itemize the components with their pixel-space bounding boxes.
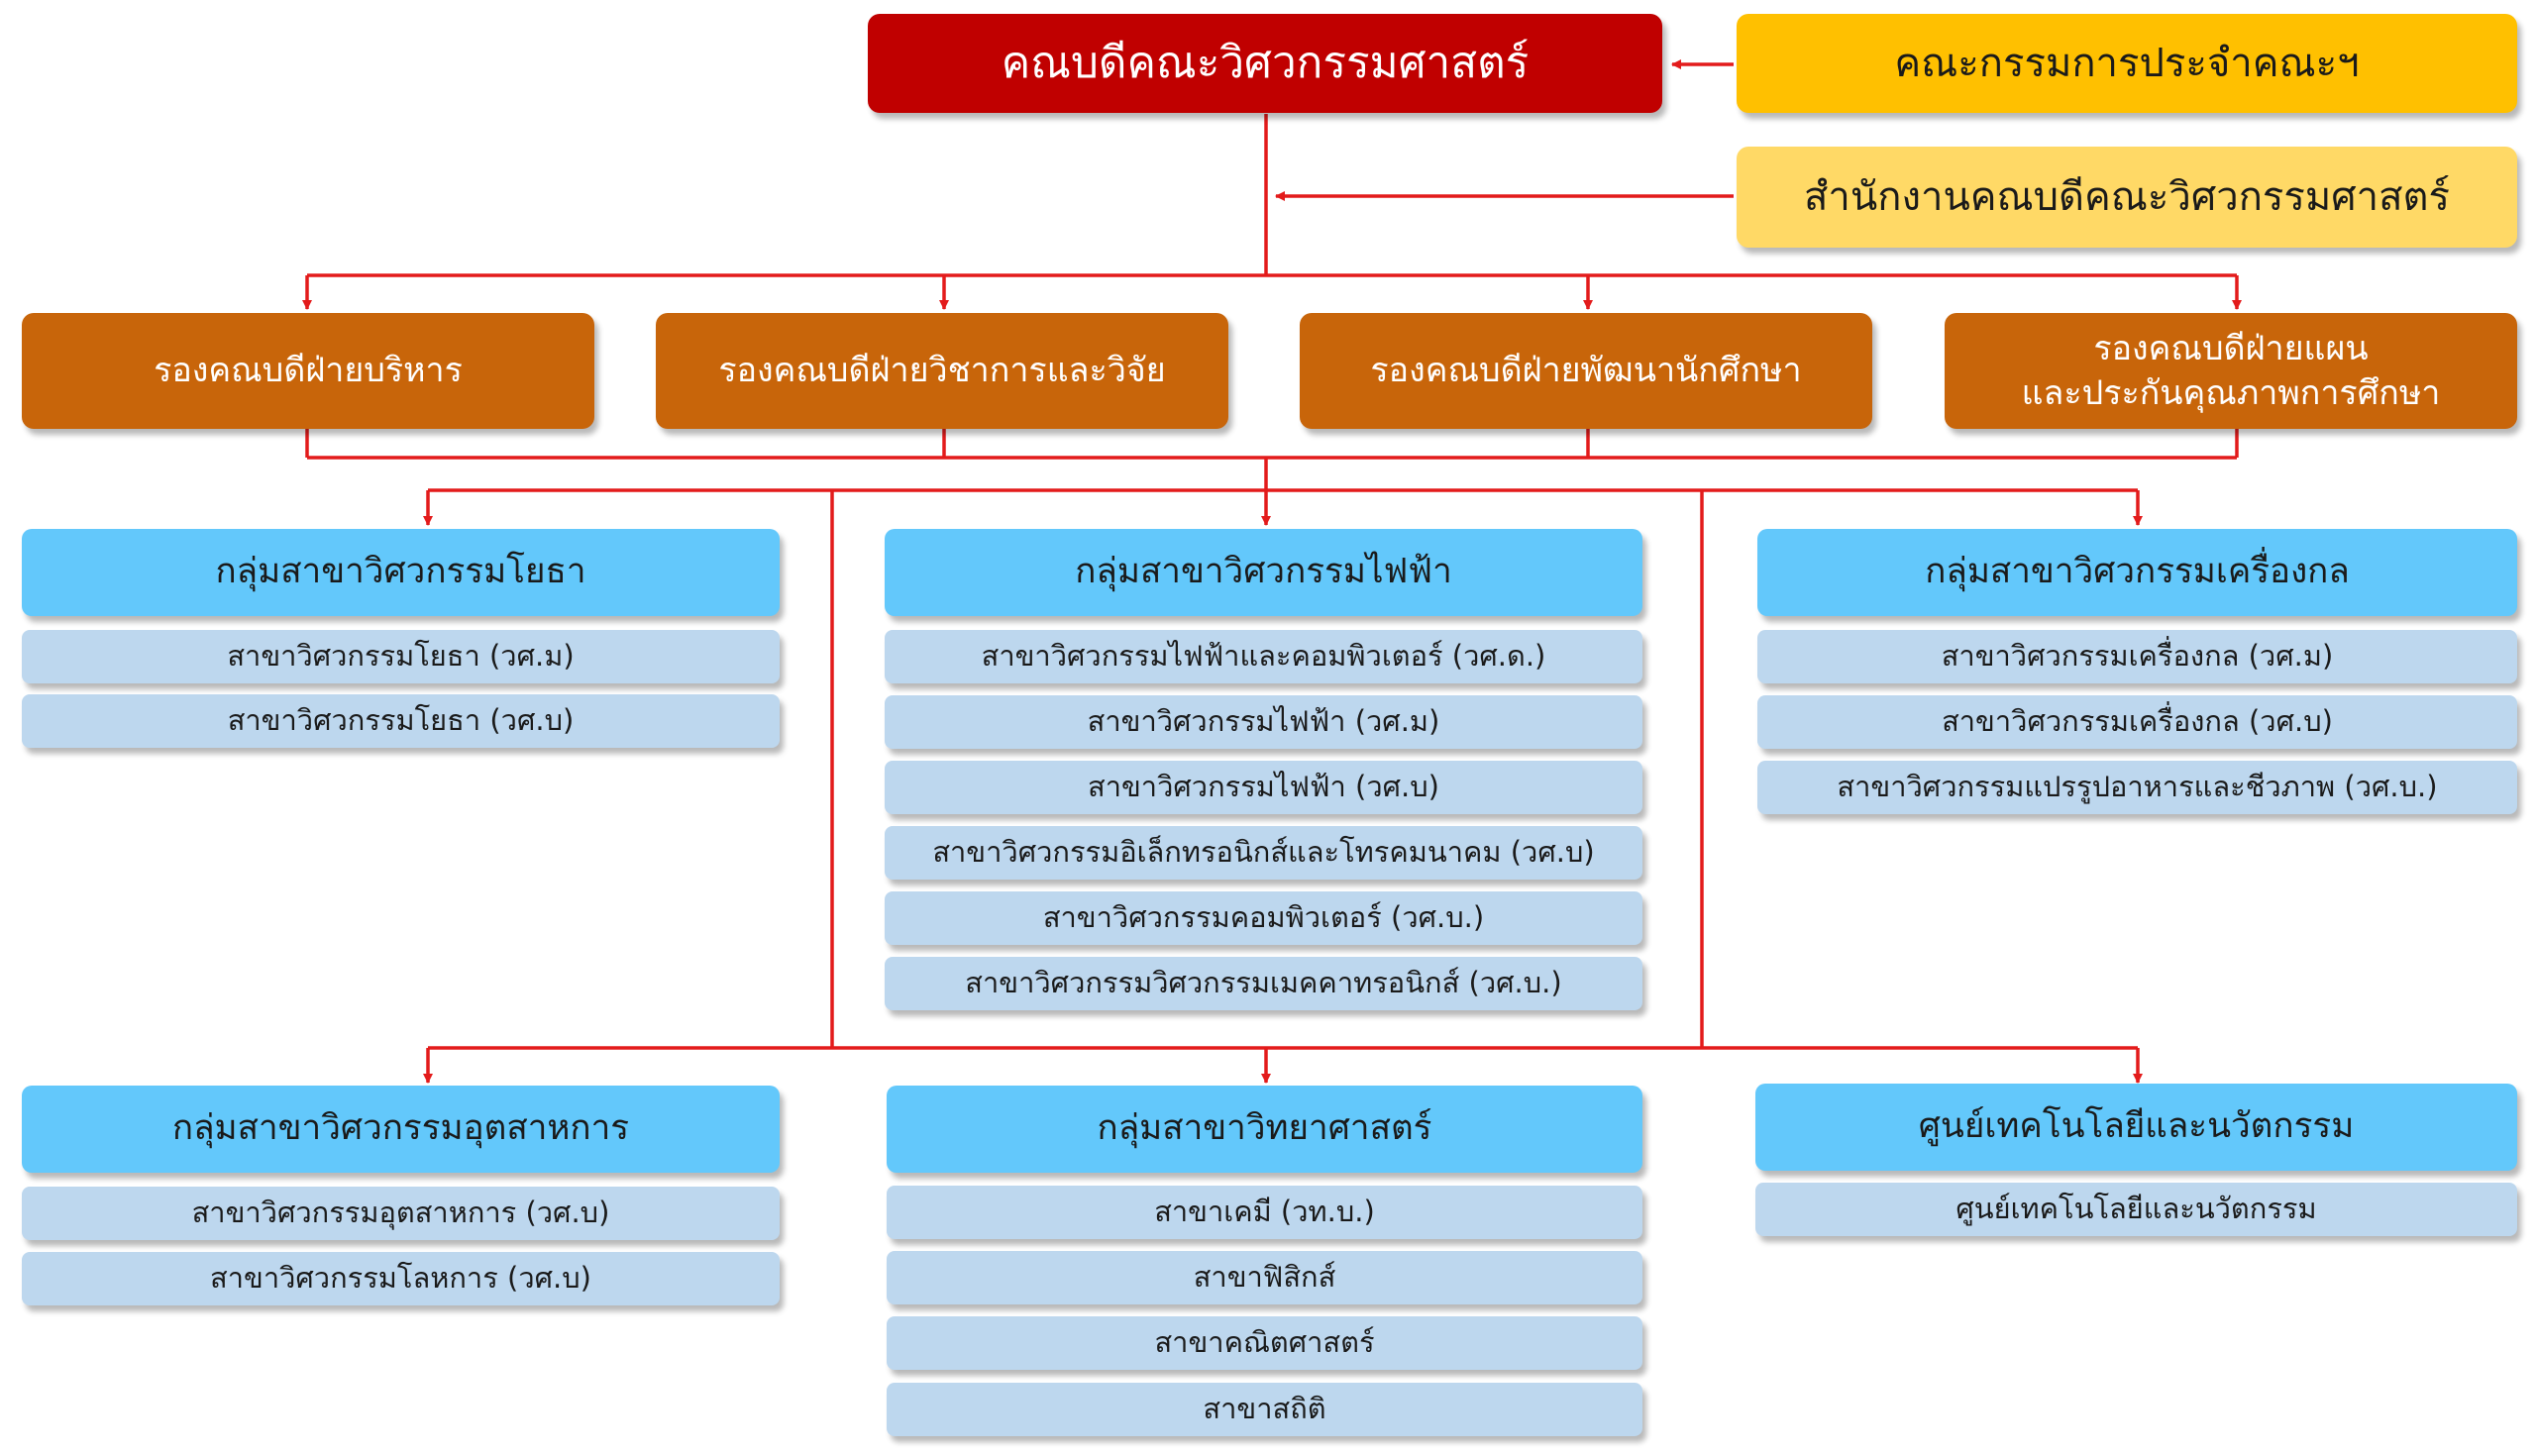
dept-item: สาขาวิศวกรรมโยธา (วศ.บ) (22, 694, 780, 748)
dept-item: สาขาวิศวกรรมคอมพิวเตอร์ (วศ.บ.) (885, 891, 1642, 945)
dept-item: ศูนย์เทคโนโลยีและนวัตกรรม (1755, 1183, 2517, 1236)
group-electrical: กลุ่มสาขาวิศวกรรมไฟฟ้า (885, 529, 1642, 616)
dept-item: สาขาวิศวกรรมเครื่องกล (วศ.ม) (1757, 630, 2517, 683)
dept-item: สาขาวิศวกรรมไฟฟ้า (วศ.ม) (885, 695, 1642, 749)
dean-box: คณบดีคณะวิศวกรรมศาสตร์ (868, 14, 1662, 113)
committee-box: คณะกรรมการประจำคณะฯ (1737, 14, 2517, 113)
dept-item: สาขาวิศวกรรมไฟฟ้า (วศ.บ) (885, 761, 1642, 814)
dept-item: สาขาวิศวกรรมไฟฟ้าและคอมพิวเตอร์ (วศ.ด.) (885, 630, 1642, 683)
dept-item: สาขาวิศวกรรมเครื่องกล (วศ.บ) (1757, 695, 2517, 749)
dept-item: สาขาวิศวกรรมโลหการ (วศ.บ) (22, 1252, 780, 1305)
dept-item: สาขาสถิติ (887, 1383, 1642, 1436)
office-box: สำนักงานคณบดีคณะวิศวกรรมศาสตร์ (1737, 147, 2517, 248)
vice-dean-academic: รองคณบดีฝ่ายวิชาการและวิจัย (656, 313, 1228, 429)
vice-dean-admin: รองคณบดีฝ่ายบริหาร (22, 313, 594, 429)
dept-item: สาขาวิศวกรรมวิศวกรรมเมคคาทรอนิกส์ (วศ.บ.… (885, 957, 1642, 1010)
dept-item: สาขาวิศวกรรมโยธา (วศ.ม) (22, 630, 780, 683)
dept-item: สาขาวิศวกรรมอิเล็กทรอนิกส์และโทรคมนาคม (… (885, 826, 1642, 880)
vice-dean-label: รองคณบดีฝ่ายพัฒนานักศึกษา (1370, 351, 1802, 391)
vice-dean-planning: รองคณบดีฝ่ายแผน และประกันคุณภาพการศึกษา (1945, 313, 2517, 429)
vice-dean-label-line2: และประกันคุณภาพการศึกษา (2021, 372, 2441, 413)
dept-item: สาขาวิศวกรรมอุตสาหการ (วศ.บ) (22, 1187, 780, 1240)
dept-item: สาขาคณิตศาสตร์ (887, 1316, 1642, 1370)
group-civil: กลุ่มสาขาวิศวกรรมโยธา (22, 529, 780, 616)
vice-dean-label: รองคณบดีฝ่ายแผน (2093, 329, 2369, 369)
dept-item: สาขาวิศวกรรมแปรรูปอาหารและชีวภาพ (วศ.บ.) (1757, 761, 2517, 814)
dept-item: สาขาฟิสิกส์ (887, 1251, 1642, 1304)
group-science: กลุ่มสาขาวิทยาศาสตร์ (887, 1086, 1642, 1173)
group-industrial: กลุ่มสาขาวิศวกรรมอุตสาหการ (22, 1086, 780, 1173)
vice-dean-label: รองคณบดีฝ่ายวิชาการและวิจัย (718, 351, 1166, 391)
group-mechanical: กลุ่มสาขาวิศวกรรมเครื่องกล (1757, 529, 2517, 616)
dept-item: สาขาเคมี (วท.บ.) (887, 1186, 1642, 1239)
group-tech-center: ศูนย์เทคโนโลยีและนวัตกรรม (1755, 1084, 2517, 1171)
vice-dean-label: รองคณบดีฝ่ายบริหาร (154, 351, 463, 391)
vice-dean-student: รองคณบดีฝ่ายพัฒนานักศึกษา (1300, 313, 1872, 429)
